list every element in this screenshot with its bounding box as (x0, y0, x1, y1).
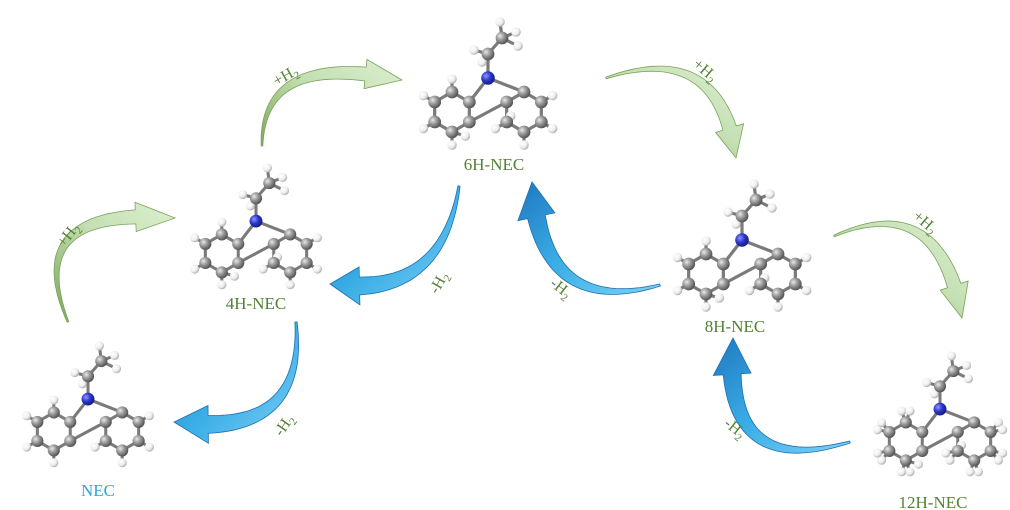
molecule-6h-nec (418, 17, 558, 150)
arrow-dehydrogenation-12h-to-8h (712, 337, 851, 454)
label-6h-nec: 6H-NEC (464, 155, 524, 174)
step-label-plus-h2-3: +H2 (688, 56, 721, 88)
step-label-minus-h2-2: -H2 (271, 411, 300, 441)
arrow-hydrogenation-8h-to-12h (833, 220, 969, 319)
arrow-dehydrogenation-4h-to-nec (173, 321, 300, 445)
arrow-dehydrogenation-8h-to-6h (517, 181, 661, 295)
molecule-12h-nec (872, 351, 1008, 477)
label-nec: NEC (81, 481, 115, 500)
label-12h-nec: 12H-NEC (899, 493, 968, 510)
step-label-minus-h2-1: -H2 (426, 269, 455, 298)
arrow-hydrogenation-6h-to-8h (605, 65, 745, 159)
arrow-dehydrogenation-6h-to-4h (329, 185, 461, 306)
arrow-hydrogenation-nec-to-4h (53, 201, 177, 323)
molecule-8h-nec (672, 179, 812, 312)
label-4h-nec: 4H-NEC (226, 294, 286, 313)
label-8h-nec: 8H-NEC (705, 317, 765, 336)
arrow-hydrogenation-4h-to-6h (260, 58, 404, 147)
molecule-nec (22, 341, 154, 468)
molecule-4h-nec (190, 163, 322, 290)
